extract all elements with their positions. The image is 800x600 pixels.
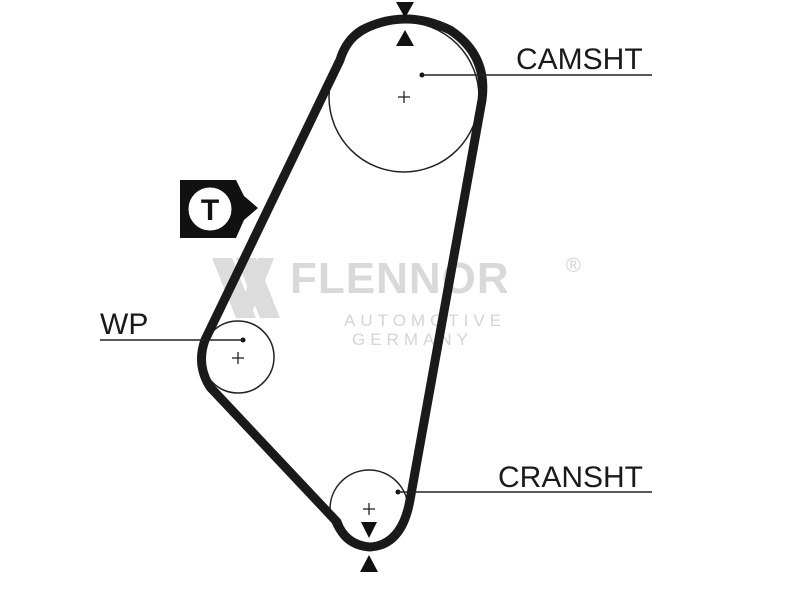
crankshaft-leader [395, 489, 652, 495]
crankshaft-label: CRANSHT [498, 461, 643, 494]
watermark-brand: FLENNOR [290, 254, 510, 303]
tensioner-circle-icon [188, 187, 232, 231]
tensioner-label: T [201, 194, 219, 227]
camshaft-leader [419, 72, 652, 78]
camshaft-timing-mark-top-icon [396, 2, 414, 18]
tensioner-badge: T [180, 180, 258, 238]
watermark-line2: GERMANY [352, 330, 473, 349]
camshaft-timing-mark-bottom-icon [396, 30, 414, 46]
camshaft-center-cross [398, 91, 410, 103]
crankshaft-center-cross [363, 503, 375, 515]
watermark: FLENNOR ® AUTOMOTIVE GERMANY [212, 254, 581, 349]
water-pump-leader [100, 337, 246, 343]
crankshaft-timing-mark-upper-icon [361, 522, 377, 538]
watermark-line1: AUTOMOTIVE [344, 311, 506, 330]
camshaft-label: CAMSHT [516, 43, 643, 76]
crankshaft-timing-mark-lower-icon [360, 555, 378, 572]
water-pump-label: WP [100, 308, 148, 341]
water-pump-center-cross [232, 352, 244, 364]
watermark-registered-mark: ® [566, 255, 581, 277]
